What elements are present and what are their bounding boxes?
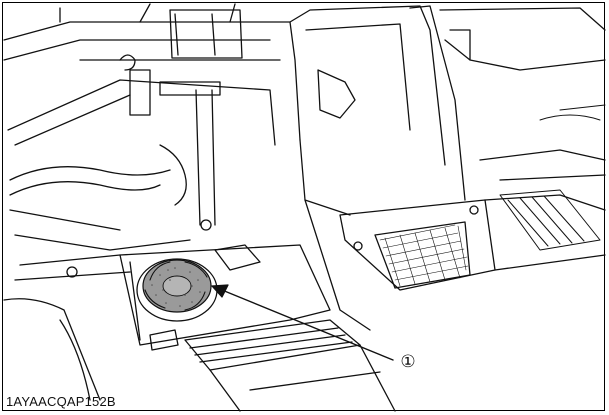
upper-body-frame (3, 3, 301, 146)
lower-step-ribs (184, 319, 396, 412)
tank-housing (3, 244, 331, 401)
callout-label-1: ① (400, 352, 416, 372)
right-floor-plates (499, 104, 606, 251)
cap-stipple (151, 267, 201, 307)
callout-leader-arrow (211, 284, 394, 361)
fuel-tank-cap (136, 258, 218, 322)
figure-code: 1AYAACQAP152B (6, 394, 116, 409)
step-mesh (379, 224, 469, 287)
figure-frame (2, 2, 605, 411)
support-post (9, 89, 216, 251)
roll-bar-frame (289, 5, 606, 331)
floor-step (339, 149, 606, 291)
